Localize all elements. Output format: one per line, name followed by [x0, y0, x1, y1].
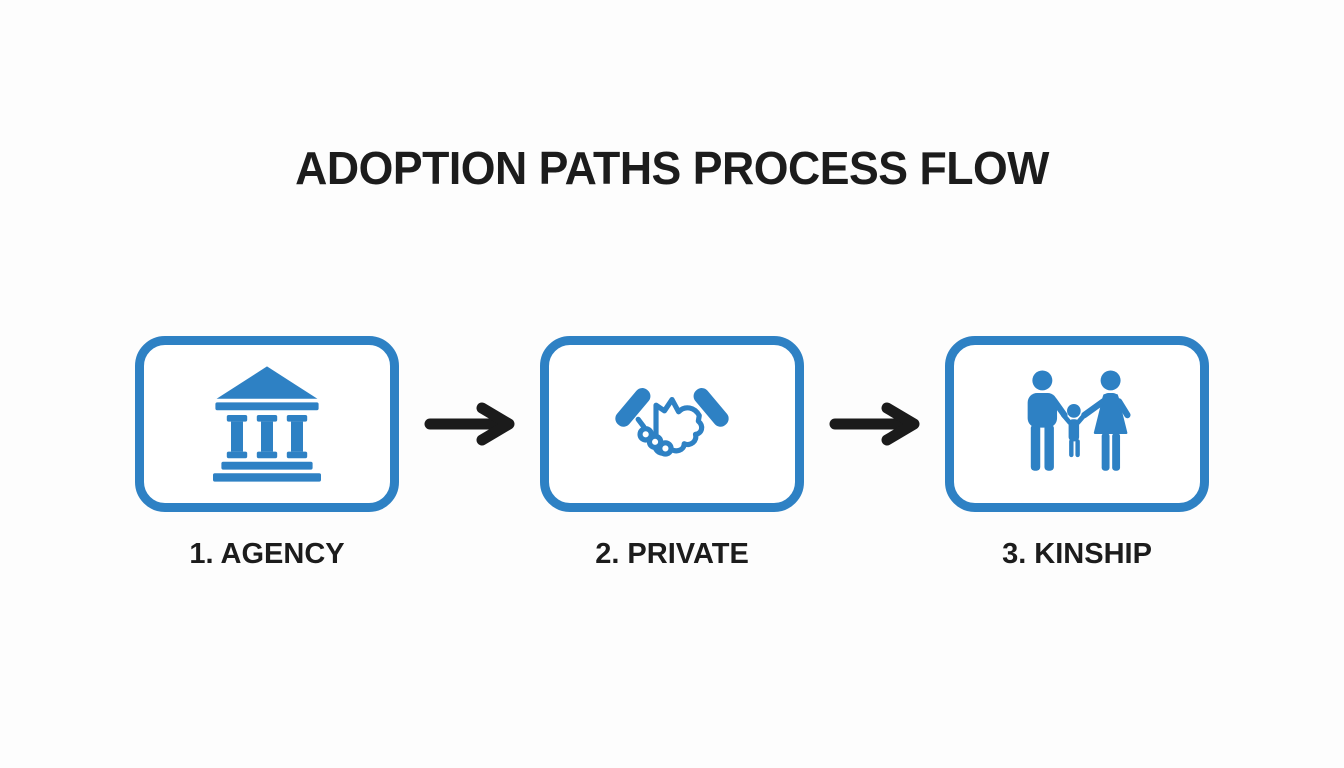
step-label-agency: 1. AGENCY [189, 538, 345, 570]
step-box-agency [135, 336, 399, 512]
arrow-right-icon [829, 402, 921, 446]
arrow-right-icon [424, 402, 516, 446]
step-kinship: 3. KINSHIP [945, 336, 1209, 571]
flow-arrow-1 [399, 336, 540, 512]
step-box-private [540, 336, 804, 512]
step-private: 2. PRIVATE [540, 336, 804, 571]
step-agency: 1. AGENCY [135, 336, 399, 571]
bank-icon [206, 364, 328, 484]
step-label-kinship: 3. KINSHIP [1002, 538, 1152, 570]
handshake-icon [606, 377, 738, 471]
diagram-title: ADOPTION PATHS PROCESS FLOW [295, 142, 1049, 194]
family-icon [1014, 368, 1140, 480]
flow-arrow-2 [804, 336, 945, 512]
step-label-private: 2. PRIVATE [595, 538, 749, 570]
step-box-kinship [945, 336, 1209, 512]
flow-row: 1. AGENCY [135, 336, 1209, 571]
